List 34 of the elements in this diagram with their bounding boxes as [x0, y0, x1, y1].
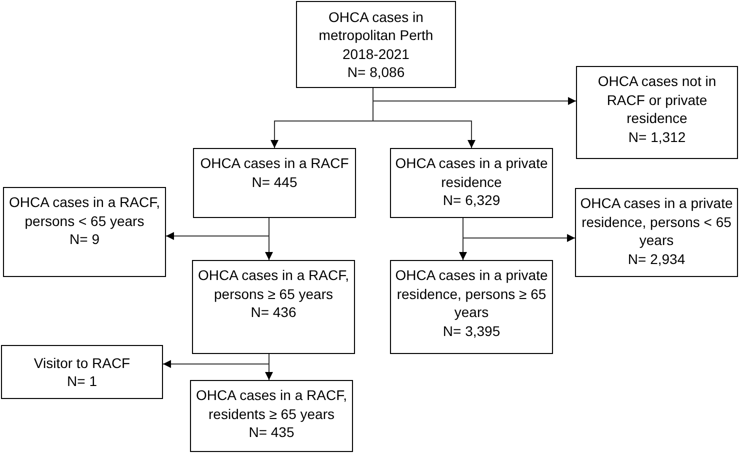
- count-text: N= 1,312: [628, 128, 686, 146]
- box-text: OHCA cases in a private residence, persons < 65 years: [580, 194, 733, 250]
- process-box: [576, 66, 738, 159]
- box-text: OHCA cases in a private residence: [395, 154, 548, 191]
- count-text: N= 436: [250, 303, 296, 322]
- box-text: OHCA cases not in RACF or private residence: [596, 72, 718, 128]
- arrow: [265, 354, 273, 380]
- process-box: [296, 1, 456, 88]
- count-text: N= 1: [67, 372, 97, 390]
- process-box: [3, 187, 166, 277]
- count-text: N= 3,395: [442, 322, 500, 340]
- count-text: N= 9: [70, 230, 100, 248]
- arrow: [459, 218, 467, 260]
- process-box: [390, 260, 553, 354]
- count-text: N= 435: [248, 423, 294, 442]
- count-text: N= 6,329: [442, 191, 500, 210]
- count-text: N= 2,934: [628, 250, 686, 268]
- count-text: N= 445: [252, 172, 298, 191]
- process-box: [1, 345, 163, 399]
- box-text: OHCA cases in a private residence, persons ≥ 65 years: [395, 266, 548, 322]
- box-text: OHCA cases in a RACF, persons ≥ 65 years: [197, 266, 350, 303]
- arrow: [265, 218, 273, 260]
- process-box: [190, 380, 353, 452]
- process-box: [192, 260, 355, 354]
- box-text: OHCA cases in metropolitan Perth 2018-2021: [318, 8, 434, 63]
- process-box: [575, 188, 738, 277]
- count-text: N= 8,086: [347, 63, 405, 82]
- box-text: OHCA cases in a RACF: [200, 154, 349, 172]
- process-box: [193, 148, 356, 218]
- box-text: Visitor to RACF: [34, 354, 130, 372]
- box-text: OHCA cases in a RACF, residents ≥ 65 years: [195, 386, 348, 423]
- box-text: OHCA cases in a RACF, persons < 65 years: [8, 193, 161, 230]
- process-box: [390, 148, 553, 218]
- arrow: [372, 88, 476, 148]
